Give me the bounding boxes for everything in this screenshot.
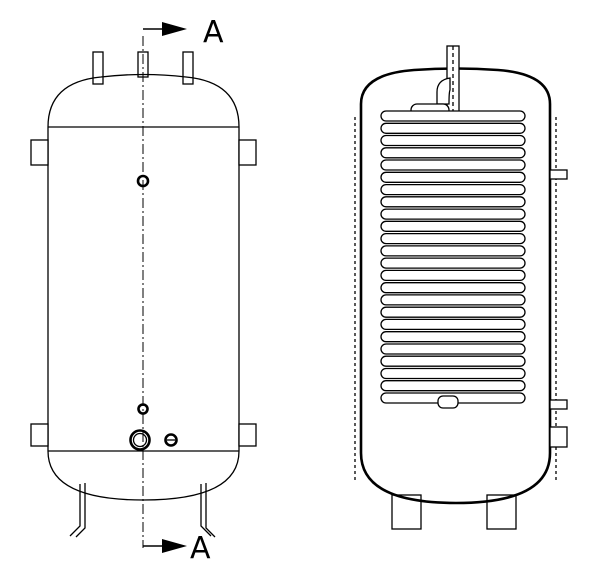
section-arrow-top [162, 22, 187, 36]
coil-turn [380, 380, 526, 392]
side-nozzle-right-lower [238, 423, 257, 447]
coil-turn [380, 159, 526, 171]
coil-turn [380, 196, 526, 208]
leg-left [69, 484, 81, 537]
coil-turn [380, 269, 526, 282]
coil-turn [380, 183, 526, 196]
section-nozzle-bottom [549, 426, 568, 448]
section-label-bottom: A [190, 531, 211, 566]
coil-turn [380, 171, 526, 183]
tank-shell [359, 67, 552, 505]
side-nozzle-right-upper [238, 139, 257, 166]
vessel-outline [47, 73, 240, 501]
coil-turn [380, 147, 526, 159]
side-nozzle-left-lower [30, 423, 49, 447]
section-arrow-bottom [162, 539, 187, 553]
coil-elbow [436, 77, 451, 105]
top-nozzle-right [182, 51, 194, 85]
coil-turn [380, 110, 526, 122]
section-nozzle-lower [549, 399, 568, 410]
base-foot-right [486, 494, 517, 530]
coil-turn [380, 294, 526, 306]
front-flange-large [129, 429, 151, 451]
coil-turn [380, 331, 526, 343]
section-view [354, 45, 568, 530]
leg-right [200, 484, 212, 537]
top-nozzle-left [92, 51, 104, 85]
coil-turn [380, 122, 526, 134]
coil-turn [380, 306, 526, 318]
coil-outlet [437, 395, 459, 409]
coil-turn [380, 245, 526, 257]
section-nozzle-upper [549, 169, 568, 180]
section-label-top: A [203, 15, 224, 50]
coil-turn [380, 257, 526, 269]
coil-turn [380, 367, 526, 380]
coil-turn [380, 220, 526, 232]
coil-turn [380, 318, 526, 331]
coil-turn [380, 282, 526, 294]
coil-turn [380, 355, 526, 367]
heat-exchanger-coil [380, 110, 526, 404]
coil-turn [380, 343, 526, 355]
side-nozzle-left-upper [30, 139, 49, 166]
coil-turn [380, 208, 526, 220]
coil-turn [380, 134, 526, 147]
front-port-small [164, 433, 178, 447]
coil-turn [380, 232, 526, 245]
front-view: A A [30, 15, 257, 566]
